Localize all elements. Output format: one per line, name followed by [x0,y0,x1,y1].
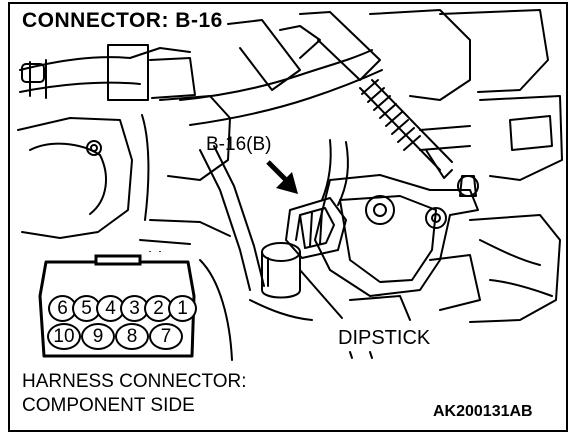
connector-pin-2: 2 [144,295,173,322]
connector-callout-label: B-16(B) [206,134,272,155]
connector-pin-9: 9 [81,323,115,350]
callout-arrow [266,160,298,194]
connector-latch [94,254,142,266]
connector-pin-10: 10 [47,323,81,350]
connector-pin-1: 1 [168,295,197,322]
background-engine-linework [17,9,563,361]
diagram-title: CONNECTOR: B-16 [22,9,223,32]
figure-code: AK200131AB [433,403,533,420]
connector-pin-8: 8 [115,323,149,350]
dipstick-label: DIPSTICK [338,327,431,349]
caption-line-1: HARNESS CONNECTOR: [22,371,247,392]
figure-border [8,2,568,432]
connector-pin-7: 7 [149,323,183,350]
caption-line-2: COMPONENT SIDE [22,395,195,416]
